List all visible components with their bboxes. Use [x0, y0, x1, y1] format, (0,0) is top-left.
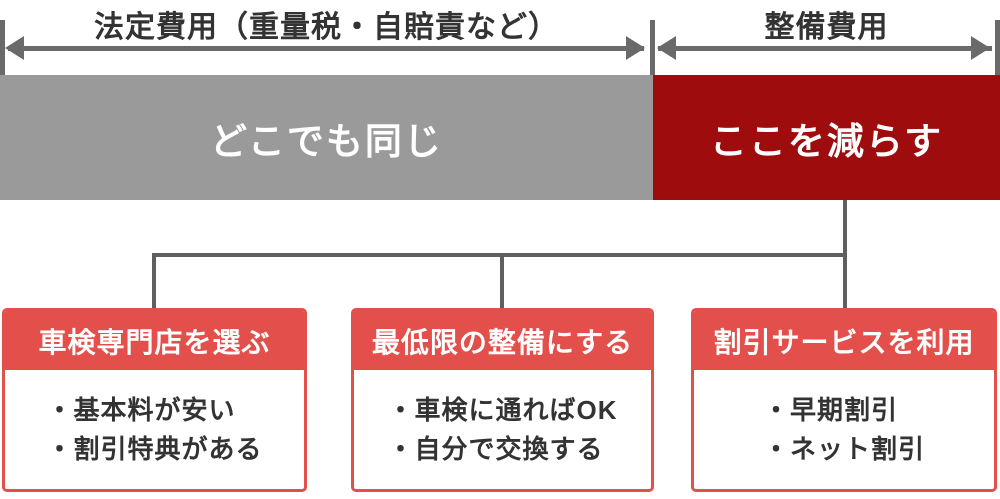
option-box-minimal-maintenance: 最低限の整備にする ・車検に通ればOK ・自分で交換する [351, 308, 654, 492]
connector-to-box-2 [500, 253, 504, 310]
arrowhead-left-icon [5, 36, 24, 60]
option-box-title: 車検専門店を選ぶ [5, 311, 304, 370]
option-box-title: 割引サービスを利用 [694, 311, 994, 370]
option-box-body: ・早期割引 ・ネット割引 [694, 370, 994, 489]
arrow-end-bar-left [0, 20, 5, 76]
bullet-item: ・割引特典がある [46, 433, 263, 464]
option-box-bullets: ・車検に通ればOK ・自分で交換する [387, 391, 617, 469]
right-span-arrow-line [658, 46, 992, 51]
connector-from-bar [843, 200, 847, 256]
option-box-body: ・車検に通ればOK ・自分で交換する [354, 370, 651, 489]
connector-horizontal [152, 253, 847, 257]
arrow-end-bar-right [995, 20, 1000, 76]
left-span-arrow-line [8, 46, 644, 51]
connector-to-box-1 [152, 253, 156, 310]
connector-to-box-3 [843, 253, 847, 310]
option-box-title: 最低限の整備にする [354, 311, 651, 370]
maintenance-fees-label: 整備費用 [764, 11, 889, 44]
legal-fees-label: 法定費用（重量税・自賠責など） [94, 11, 559, 44]
bullet-item: ・早期割引 [762, 394, 898, 425]
bullet-item: ・基本料が安い [46, 394, 236, 425]
arrowhead-right-icon [971, 36, 990, 60]
bar-segment-fixed-cost: どこでも同じ [0, 75, 653, 200]
option-box-body: ・基本料が安い ・割引特典がある [5, 370, 304, 489]
bullet-item: ・車検に通ればOK [387, 394, 618, 425]
option-box-bullets: ・早期割引 ・ネット割引 [763, 391, 925, 469]
option-box-specialist-shop: 車検専門店を選ぶ ・基本料が安い ・割引特典がある [2, 308, 307, 492]
bar-segment-reducible-cost: ここを減らす [653, 75, 1000, 200]
bar-segment-reducible-cost-label: ここを減らす [709, 120, 944, 162]
option-box-bullets: ・基本料が安い ・割引特典がある [46, 391, 262, 469]
arrow-end-bar-middle [650, 20, 655, 76]
bullet-item: ・ネット割引 [762, 433, 925, 464]
arrowhead-left-icon [657, 36, 676, 60]
bullet-item: ・自分で交換する [387, 433, 604, 464]
arrowhead-right-icon [626, 36, 645, 60]
option-box-discount-service: 割引サービスを利用 ・早期割引 ・ネット割引 [691, 308, 997, 492]
bar-segment-fixed-cost-label: どこでも同じ [210, 120, 443, 162]
